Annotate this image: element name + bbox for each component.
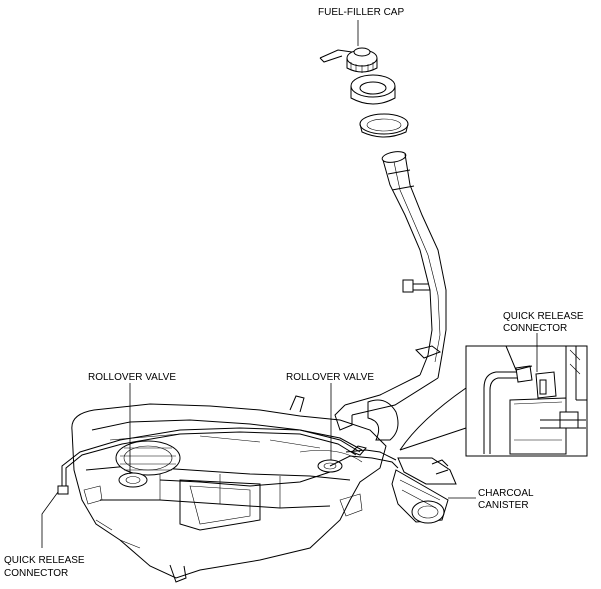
label-quick-release-left-1: QUICK RELEASE [4, 555, 85, 566]
label-quick-release-inset-2: CONNECTOR [503, 323, 567, 334]
charcoal-canister-drawing [391, 457, 457, 524]
label-rollover-valve-left: ROLLOVER VALVE [88, 372, 176, 383]
label-rollover-valve-right: ROLLOVER VALVE [286, 372, 374, 383]
label-quick-release-inset-1: QUICK RELEASE [503, 311, 584, 322]
vapor-hoses [57, 427, 399, 495]
fuel-filler-cap-drawing [319, 47, 378, 73]
label-charcoal-canister-2: CANISTER [478, 500, 529, 511]
leader-lines [41, 20, 538, 548]
connector-detail-inset [399, 345, 588, 457]
label-quick-release-left-2: CONNECTOR [4, 568, 68, 579]
filler-neck-parts [350, 74, 409, 138]
filler-pipe-drawing [334, 151, 447, 441]
label-fuel-filler-cap: FUEL-FILLER CAP [318, 7, 404, 18]
fuel-tank-drawing [71, 395, 387, 583]
label-charcoal-canister-1: CHARCOAL [478, 488, 534, 499]
